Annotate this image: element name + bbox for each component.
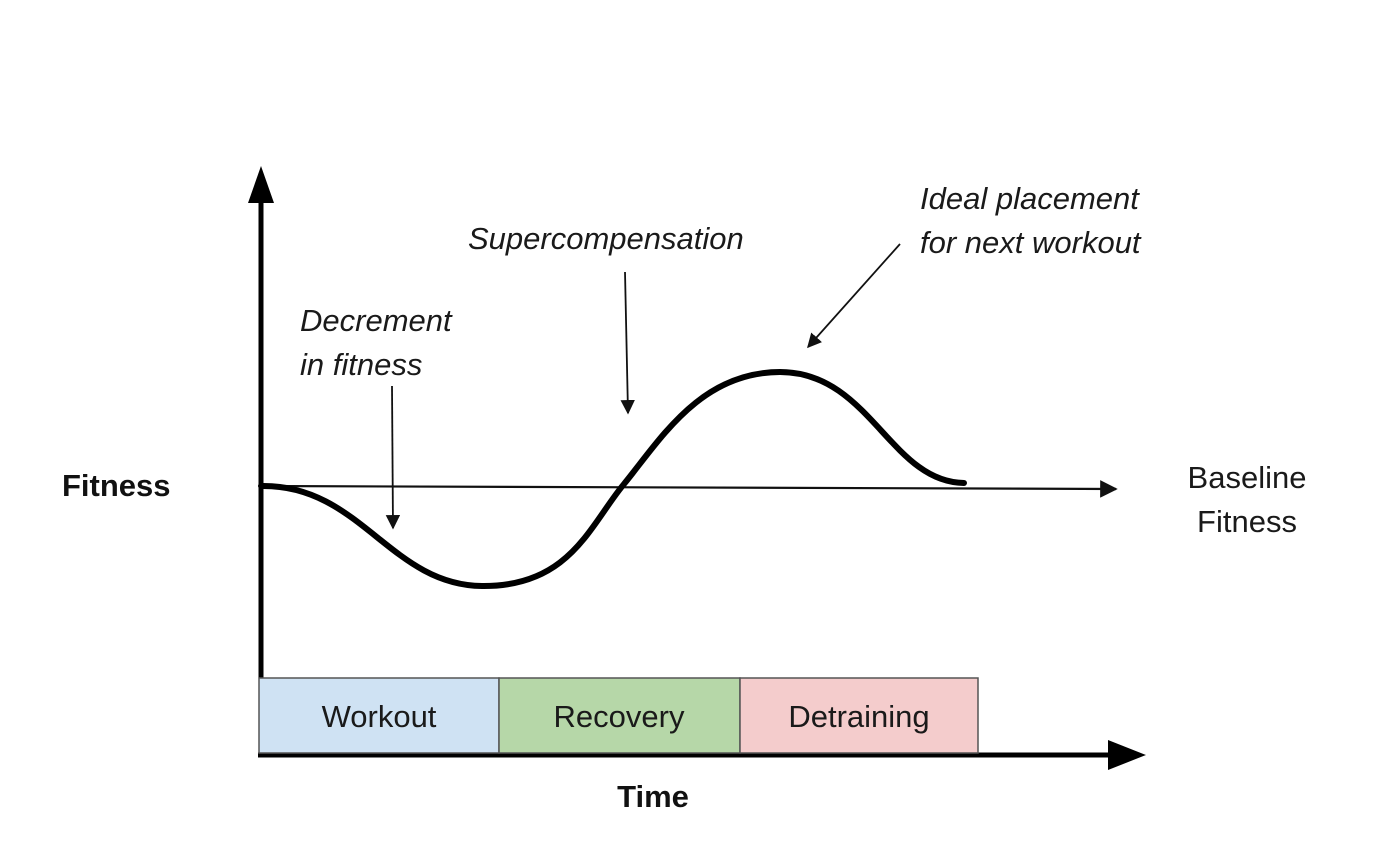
decrement-pointer-arrow [385,385,401,530]
y-axis-title: Fitness [62,468,171,503]
phase-workout-box [258,677,500,754]
ideal-pointer-arrow [807,243,901,349]
baseline-label-line2: Fitness [1197,504,1297,539]
phase-workout-label: Workout [322,699,437,734]
phase-bar: Workout Recovery Detraining [258,677,979,754]
phase-detraining-box [739,677,979,754]
ideal-annotation-line2: for next workout [920,225,1142,260]
baseline-label-line1: Baseline [1188,460,1307,495]
ideal-annotation-line1: Ideal placement [920,181,1140,216]
x-axis-arrowhead [1108,740,1146,770]
phase-detraining-label: Detraining [788,699,929,734]
decrement-annotation-line1: Decrement [300,303,453,338]
supercompensation-pointer-arrow [620,271,635,415]
phase-recovery-box [498,677,741,754]
baseline-arrow [260,480,1118,498]
y-axis-arrowhead [248,166,274,203]
fitness-curve [258,368,967,590]
decrement-annotation-line2: in fitness [300,347,422,382]
x-axis-title: Time [617,779,689,814]
phase-recovery-label: Recovery [554,699,685,734]
supercompensation-annotation: Supercompensation [468,221,744,256]
